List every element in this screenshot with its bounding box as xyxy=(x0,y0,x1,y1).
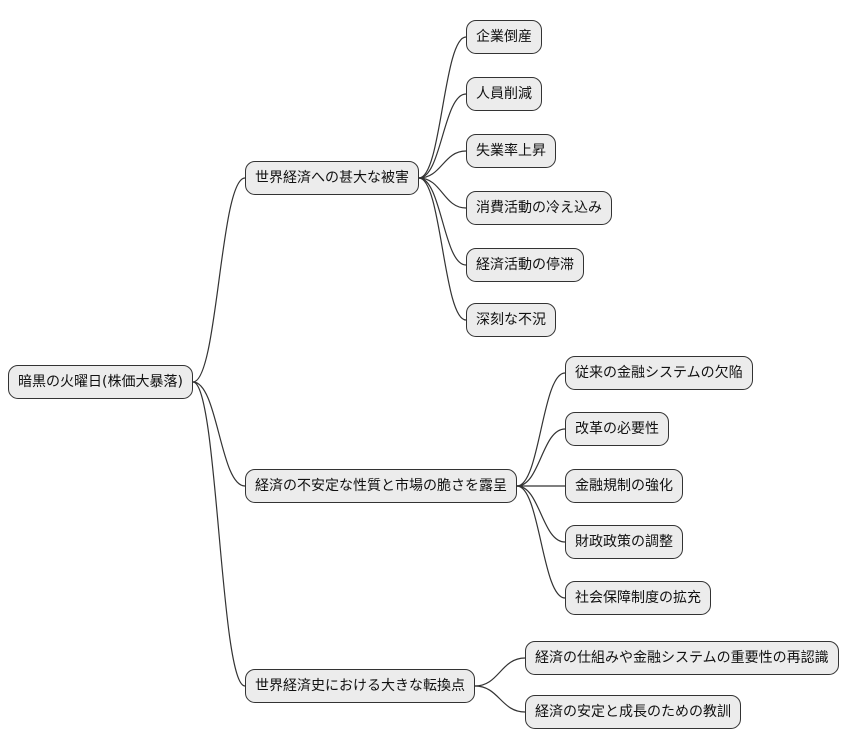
mindmap-edge xyxy=(418,177,467,209)
mindmap-edge xyxy=(516,485,566,543)
mindmap-leaf-2-0: 経済の仕組みや金融システムの重要性の再認識 xyxy=(525,640,839,676)
mindmap-leaf-0-5: 深刻な不況 xyxy=(466,302,556,338)
mindmap-leaf-0-0: 企業倒産 xyxy=(466,19,542,55)
mindmap-edge xyxy=(192,381,246,487)
mindmap-leaf-1-2: 金融規制の強化 xyxy=(565,468,683,504)
mindmap-edge xyxy=(474,685,526,713)
mindmap-edge xyxy=(418,177,467,266)
mindmap-edge xyxy=(418,150,467,179)
mindmap-edge xyxy=(418,36,467,179)
mindmap-edge xyxy=(418,93,467,179)
mindmap-edge xyxy=(516,372,566,487)
mindmap-leaf-2-1: 経済の安定と成長のための教訓 xyxy=(525,694,741,730)
mindmap-leaf-0-3: 消費活動の冷え込み xyxy=(466,190,612,226)
mindmap-leaf-0-4: 経済活動の停滞 xyxy=(466,247,584,283)
mindmap-leaf-1-1: 改革の必要性 xyxy=(565,411,669,447)
mindmap-leaf-0-1: 人員削減 xyxy=(466,76,542,112)
mindmap-branch-0: 世界経済への甚大な被害 xyxy=(245,160,419,196)
mindmap-edge xyxy=(192,177,246,383)
mindmap-edge xyxy=(516,485,566,599)
mindmap-branch-2: 世界経済史における大きな転換点 xyxy=(245,668,475,704)
mindmap-leaf-0-2: 失業率上昇 xyxy=(466,133,556,169)
mindmap-edge xyxy=(192,381,246,687)
mindmap-node-root: 暗黒の火曜日(株価大暴落) xyxy=(8,364,193,400)
mindmap-edge xyxy=(418,177,467,321)
mindmap-branch-1: 経済の不安定な性質と市場の脆さを露呈 xyxy=(245,468,517,504)
mindmap-leaf-1-0: 従来の金融システムの欠陥 xyxy=(565,355,753,391)
mindmap-edge xyxy=(474,657,526,687)
mindmap-edge xyxy=(516,428,566,487)
mindmap-leaf-1-4: 社会保障制度の拡充 xyxy=(565,580,711,616)
mindmap-leaf-1-3: 財政政策の調整 xyxy=(565,524,683,560)
